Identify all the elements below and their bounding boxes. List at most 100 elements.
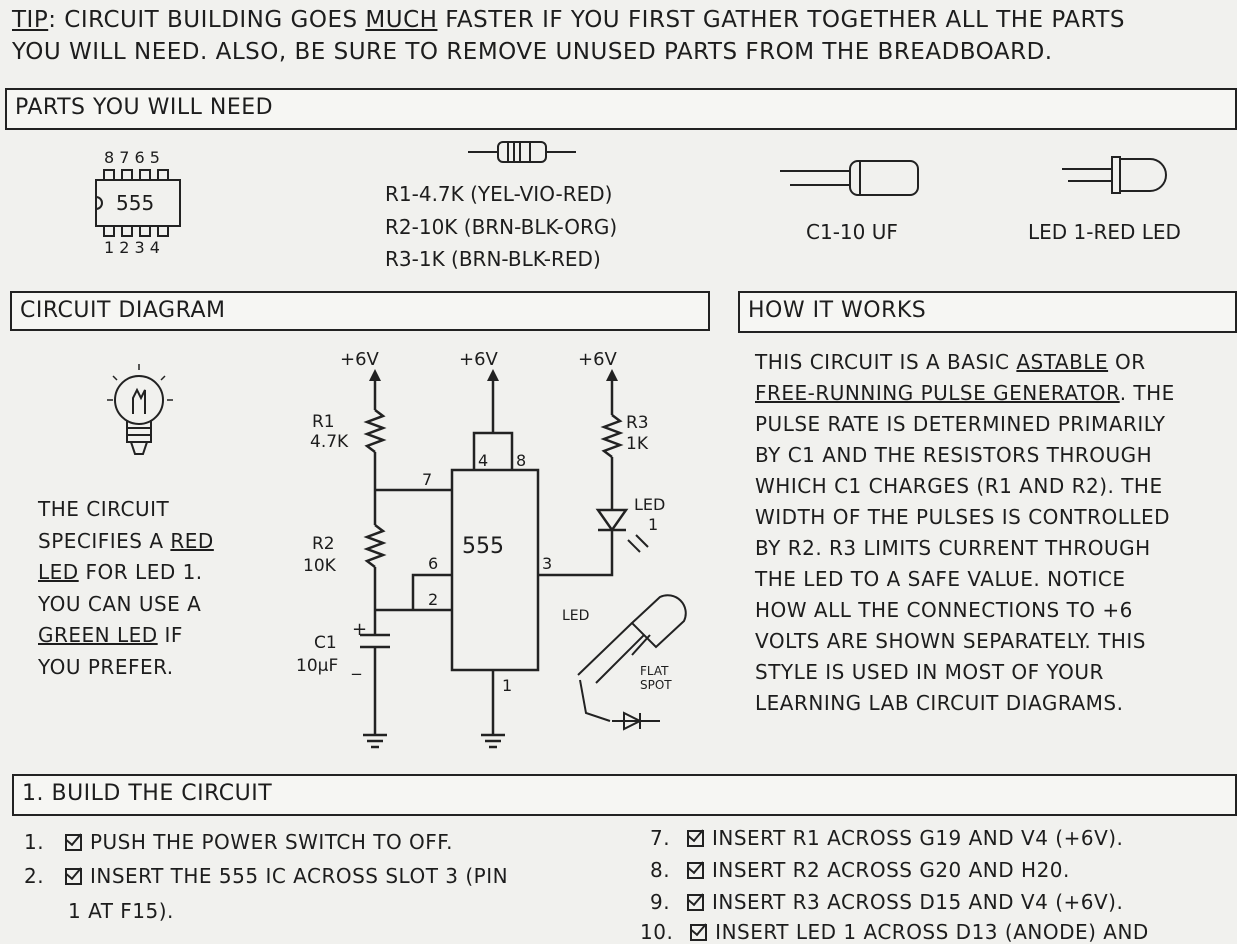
- c1-minus: _: [351, 655, 362, 676]
- how-it-works-header: HOW IT WORKS: [738, 291, 1237, 333]
- how-l8: THE LED TO A SAFE VALUE. NOTICE: [755, 567, 1126, 591]
- spot-label: SPOT: [640, 678, 672, 692]
- r1-name: R1: [312, 412, 335, 432]
- part-r2: R2-10K (BRN-BLK-ORG): [385, 215, 617, 239]
- tip-line2: YOU WILL NEED. ALSO, BE SURE TO REMOVE U…: [12, 39, 1053, 65]
- r2-name: R2: [312, 534, 335, 554]
- circuit-diagram-header: CIRCUIT DIAGRAM: [10, 291, 710, 331]
- ic-pins-top: 8 7 6 5: [104, 148, 160, 167]
- step-text: INSERT THE 555 IC ACROSS SLOT 3 (PIN: [89, 864, 509, 888]
- chip-label: 555: [462, 534, 504, 559]
- led1-num: 1: [648, 515, 658, 534]
- parts-header-label: PARTS YOU WILL NEED: [15, 95, 274, 120]
- how-l3: PULSE RATE IS DETERMINED PRIMARILY: [755, 412, 1166, 436]
- step-number: 7.: [650, 826, 671, 850]
- note-line6: YOU PREFER.: [38, 654, 174, 679]
- c1-plus: +: [352, 619, 367, 640]
- pin-6: 6: [428, 554, 438, 573]
- step-number: 9.: [650, 890, 671, 914]
- checkbox-icon[interactable]: [686, 894, 704, 911]
- pin-1: 1: [502, 676, 512, 695]
- checkbox-icon[interactable]: [686, 862, 704, 879]
- c1-name: C1: [314, 633, 337, 653]
- r3-value: 1K: [626, 434, 649, 454]
- note-red: RED: [170, 528, 214, 553]
- how-l9: HOW ALL THE CONNECTIONS TO +6: [755, 598, 1133, 622]
- led1-name: LED: [634, 495, 665, 514]
- build-step-8: 8. INSERT R2 ACROSS G20 AND H20.: [650, 858, 1070, 882]
- pin-3: 3: [542, 554, 552, 573]
- build-step-1: 1. PUSH THE POWER SWITCH TO OFF.: [24, 830, 453, 854]
- r2-value: 10K: [303, 556, 337, 576]
- build-circuit-header-label: 1. BUILD THE CIRCUIT: [22, 781, 273, 806]
- circuit-schematic: +6V +6V +6V R1 4.7K R2 10K R3 1K C1 10μF…: [296, 349, 687, 749]
- checkbox-icon[interactable]: [686, 830, 704, 847]
- r3-name: R3: [626, 413, 649, 433]
- step-text: INSERT LED 1 ACROSS D13 (ANODE) AND: [715, 920, 1149, 944]
- c1-value: 10μF: [296, 656, 338, 676]
- ic-pins-bottom: 1 2 3 4: [104, 238, 160, 257]
- build-step-2-cont: 1 AT F15).: [68, 899, 174, 923]
- part-led: LED 1-RED LED: [1028, 220, 1181, 244]
- step-number: 1.: [24, 830, 45, 854]
- parts-header: PARTS YOU WILL NEED: [5, 88, 1237, 130]
- note-line1: THE CIRCUIT: [38, 497, 170, 521]
- resistor-drawing: [468, 141, 576, 163]
- parts-illustrations: 8 7 6 5 555 1 2 3 4 R1-4.7K (YEL-VIO-RED…: [95, 141, 1181, 271]
- note-line2a: SPECIFIES A: [38, 528, 171, 553]
- part-c1: C1-10 UF: [806, 220, 898, 244]
- led-pictorial-drawing: [577, 594, 687, 731]
- step-text: 1 AT F15).: [68, 899, 174, 923]
- how-l1c: OR: [1108, 350, 1146, 374]
- flat-label: FLAT: [640, 664, 669, 678]
- supply-label-3: +6V: [578, 349, 618, 370]
- how-astable: ASTABLE: [1016, 350, 1109, 374]
- build-step-2: 2. INSERT THE 555 IC ACROSS SLOT 3 (PIN: [24, 864, 508, 888]
- part-r1: R1-4.7K (YEL-VIO-RED): [385, 182, 612, 206]
- supply-label-1: +6V: [340, 349, 380, 370]
- led-picture-label: LED: [562, 608, 589, 624]
- how-l12: LEARNING LAB CIRCUIT DIAGRAMS.: [755, 691, 1124, 715]
- build-step-7: 7. INSERT R1 ACROSS G19 AND V4 (+6V).: [650, 826, 1123, 850]
- tip-line1a: : CIRCUIT BUILDING GOES: [48, 7, 366, 33]
- ic-555-drawing: 8 7 6 5 555 1 2 3 4: [95, 148, 181, 257]
- how-l10: VOLTS ARE SHOWN SEPARATELY. THIS: [755, 629, 1146, 653]
- build-step-10: 10. INSERT LED 1 ACROSS D13 (ANODE) AND: [640, 920, 1149, 944]
- tip-emphasis: MUCH: [365, 7, 438, 33]
- led-color-note: THE CIRCUIT SPECIFIES A RED LED FOR LED …: [38, 494, 214, 683]
- note-line5b: IF: [157, 623, 183, 647]
- step-number: 2.: [24, 864, 45, 888]
- how-it-works-text: THIS CIRCUIT IS A BASIC ASTABLE OR FREE-…: [755, 347, 1175, 719]
- pin-8: 8: [516, 451, 526, 470]
- how-l4: BY C1 AND THE RESISTORS THROUGH: [755, 443, 1153, 467]
- how-l7: BY R2. R3 LIMITS CURRENT THROUGH: [755, 536, 1151, 560]
- step-text: PUSH THE POWER SWITCH TO OFF.: [89, 830, 453, 854]
- how-l11: STYLE IS USED IN MOST OF YOUR: [755, 660, 1104, 684]
- light-bulb-icon: [107, 364, 173, 455]
- checkbox-icon[interactable]: [64, 834, 82, 851]
- step-number: 8.: [650, 858, 671, 882]
- pin-4: 4: [478, 451, 488, 470]
- step-text: INSERT R1 ACROSS G19 AND V4 (+6V).: [711, 826, 1124, 850]
- led-drawing: [1062, 156, 1167, 194]
- checkbox-icon[interactable]: [690, 924, 708, 941]
- tip-text: TIP: CIRCUIT BUILDING GOES MUCH FASTER I…: [12, 4, 1125, 68]
- tip-line1b: FASTER IF YOU FIRST GATHER TOGETHER ALL …: [437, 7, 1125, 33]
- how-l2b: . THE: [1119, 381, 1175, 405]
- note-line3b: FOR LED 1.: [78, 560, 203, 584]
- tip-label: TIP: [12, 7, 49, 33]
- how-l6: WIDTH OF THE PULSES IS CONTROLLED: [755, 505, 1171, 529]
- how-free-running: FREE-RUNNING PULSE GENERATOR: [755, 381, 1120, 405]
- step-number: 10.: [640, 920, 674, 944]
- circuit-diagram-header-label: CIRCUIT DIAGRAM: [20, 298, 226, 323]
- r1-value: 4.7K: [310, 432, 349, 452]
- how-l5: WHICH C1 CHARGES (R1 AND R2). THE: [755, 474, 1163, 498]
- ic-label: 555: [116, 191, 154, 215]
- build-step-9: 9. INSERT R3 ACROSS D15 AND V4 (+6V).: [650, 890, 1123, 914]
- note-led: LED: [38, 560, 79, 584]
- build-circuit-header: 1. BUILD THE CIRCUIT: [12, 774, 1237, 816]
- how-l1a: THIS CIRCUIT IS A BASIC: [755, 350, 1017, 374]
- pin-7: 7: [422, 470, 432, 489]
- checkbox-icon[interactable]: [64, 868, 82, 885]
- step-text: INSERT R3 ACROSS D15 AND V4 (+6V).: [711, 890, 1124, 914]
